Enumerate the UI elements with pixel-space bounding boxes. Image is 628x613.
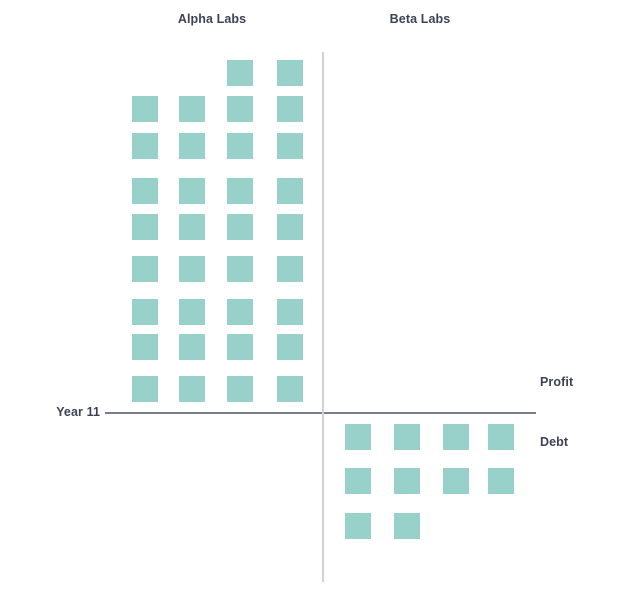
icon-square-alpha-profit [277, 96, 303, 122]
icon-square-beta-debt [394, 513, 420, 539]
icon-square-alpha-profit [227, 256, 253, 282]
icon-square-alpha-profit [277, 214, 303, 240]
icon-square-alpha-profit [227, 299, 253, 325]
icon-square-alpha-profit [132, 376, 158, 402]
series-label-debt: Debt [540, 435, 569, 449]
icon-square-alpha-profit [227, 334, 253, 360]
icon-square-beta-debt [443, 468, 469, 494]
icon-square-alpha-profit [179, 96, 205, 122]
icon-square-alpha-profit [277, 376, 303, 402]
group-title-alpha: Alpha Labs [177, 12, 247, 26]
icon-square-alpha-profit [179, 376, 205, 402]
icon-square-beta-debt [345, 468, 371, 494]
icon-square-alpha-profit [132, 133, 158, 159]
icon-square-alpha-profit [227, 376, 253, 402]
icon-square-alpha-profit [227, 133, 253, 159]
icon-square-alpha-profit [277, 178, 303, 204]
icon-square-alpha-profit [132, 256, 158, 282]
baseline-axis-line [105, 412, 536, 414]
icon-square-alpha-profit [277, 256, 303, 282]
icon-square-alpha-profit [179, 256, 205, 282]
icon-square-alpha-profit [179, 299, 205, 325]
icon-square-beta-debt [345, 513, 371, 539]
icon-square-alpha-profit [227, 178, 253, 204]
icon-square-beta-debt [488, 424, 514, 450]
icon-square-alpha-profit [277, 334, 303, 360]
series-label-profit: Profit [540, 375, 574, 389]
icon-square-alpha-profit [277, 133, 303, 159]
group-title-beta: Beta Labs [389, 12, 451, 26]
icon-square-beta-debt [345, 424, 371, 450]
icon-square-alpha-profit [227, 214, 253, 240]
icon-square-beta-debt [394, 468, 420, 494]
icon-square-alpha-profit [132, 299, 158, 325]
baseline-label-year: Year 11 [56, 405, 100, 419]
icon-square-alpha-profit [179, 334, 205, 360]
icon-square-beta-debt [394, 424, 420, 450]
icon-square-alpha-profit [179, 178, 205, 204]
icon-square-alpha-profit [227, 96, 253, 122]
icon-square-alpha-profit [227, 60, 253, 86]
icon-square-alpha-profit [132, 214, 158, 240]
icon-square-alpha-profit [179, 133, 205, 159]
icon-square-alpha-profit [277, 60, 303, 86]
icon-square-beta-debt [443, 424, 469, 450]
icon-square-alpha-profit [277, 299, 303, 325]
group-divider-line [322, 52, 324, 582]
icon-square-alpha-profit [132, 178, 158, 204]
icon-square-alpha-profit [179, 214, 205, 240]
icon-square-alpha-profit [132, 96, 158, 122]
icon-square-alpha-profit [132, 334, 158, 360]
icon-square-beta-debt [488, 468, 514, 494]
